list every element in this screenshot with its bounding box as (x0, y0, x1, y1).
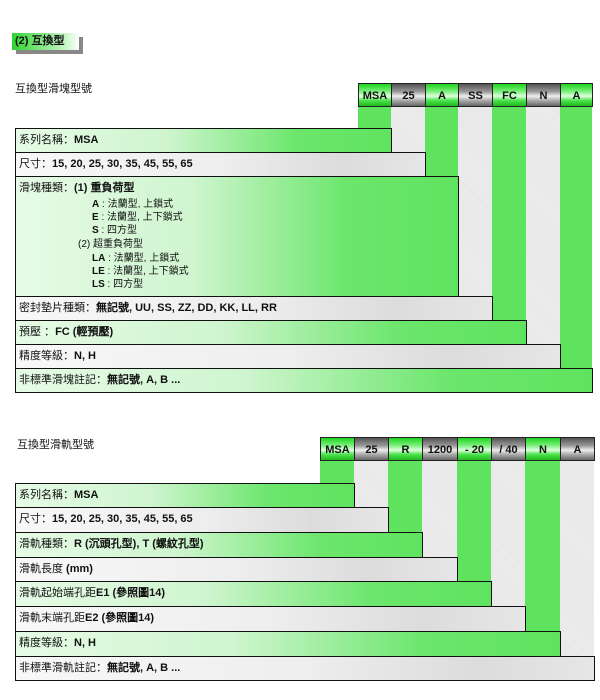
type-code: LS (92, 279, 105, 290)
row-label: 精度等級： (19, 350, 74, 362)
code-cell: / 40 (491, 437, 526, 461)
row-label: 非標準滑塊註記： (19, 374, 107, 386)
code-row: 滑軌末端孔距E2 (參照圖14) (15, 606, 526, 632)
code-cell: N (525, 437, 561, 461)
code-cell: - 20 (457, 437, 492, 461)
type-code: A (92, 199, 100, 210)
code-cell: A (425, 83, 459, 107)
code-row: 滑軌種類：R (沉頭孔型), T (螺紋孔型) (15, 532, 423, 558)
block-type-item: S : 四方型 (92, 224, 137, 237)
code-cell: A (560, 437, 595, 461)
code-row: 滑軌起始端孔距E1 (參照圖14) (15, 581, 492, 607)
row-label: 密封墊片種類： (19, 302, 96, 314)
code-row: 非標準滑塊註記：無記號, A, B ... (15, 368, 593, 393)
block-diagram-title: 互換型滑塊型號 (15, 83, 92, 95)
row-value: E1 (參照圖14) (96, 587, 166, 599)
code-column (526, 107, 560, 368)
row-label: 系列名稱： (19, 134, 74, 146)
type-desc: : 四方型 (98, 225, 138, 236)
code-cell: R (388, 437, 423, 461)
row-value: R (沉頭孔型), T (螺紋孔型) (74, 538, 204, 550)
code-column (560, 461, 594, 680)
code-row: 系列名稱：MSA (15, 483, 355, 508)
row-label: 滑軌長度 (19, 563, 63, 575)
row-value: 無記號, A, B ... (107, 662, 181, 674)
section-title-badge: (2) 互換型 (12, 33, 79, 50)
row-value: (1) 重負荷型 (74, 182, 135, 194)
row-value: 無記號, UU, SS, ZZ, DD, KK, LL, RR (96, 302, 277, 314)
type-desc: : 法蘭型, 上鎖式 (105, 253, 180, 264)
type-code: LE (92, 266, 105, 277)
row-label: 滑軌起始端孔距 (19, 587, 96, 599)
row-value: MSA (74, 489, 99, 501)
type-code: LA (92, 253, 106, 264)
code-cell: 25 (354, 437, 389, 461)
row-value: MSA (74, 134, 99, 146)
type-desc: : 法蘭型, 上鎖式 (99, 199, 174, 210)
code-column (492, 107, 526, 344)
row-label: 系列名稱： (19, 489, 74, 501)
code-cell: SS (458, 83, 493, 107)
row-value: (mm) (63, 563, 93, 575)
row-label: 尺寸： (19, 513, 52, 525)
code-cell: N (526, 83, 561, 107)
code-row: 預壓 ：FC (輕預壓) (15, 320, 527, 345)
code-column (458, 107, 492, 320)
code-row: 精度等級：N, H (15, 344, 561, 369)
row-value: E2 (參照圖14) (85, 612, 155, 624)
type-code: S (92, 225, 99, 236)
code-cell: 25 (391, 83, 426, 107)
row-label: 精度等級： (19, 637, 74, 649)
row-label: 滑軌末端孔距 (19, 612, 85, 624)
code-row: 尺寸：15, 20, 25, 30, 35, 45, 55, 65 (15, 152, 426, 177)
code-cell: A (560, 83, 593, 107)
row-value: FC (輕預壓) (55, 326, 114, 338)
code-row: 滑軌長度 (mm) (15, 557, 458, 582)
row-label: 預壓 ： (19, 326, 56, 338)
row-value: 15, 20, 25, 30, 35, 45, 55, 65 (52, 513, 193, 525)
code-column (560, 107, 592, 392)
block-type-item: A : 法蘭型, 上鎖式 (92, 198, 173, 211)
code-row: 滑塊種類：(1) 重負荷型 (15, 176, 459, 297)
block-type-item: LA : 法蘭型, 上鎖式 (92, 252, 179, 265)
type-desc: : 法蘭型, 上下鎖式 (98, 212, 183, 223)
type-desc: : 法蘭型, 上下鎖式 (104, 266, 189, 277)
rail-diagram-title: 互換型滑軌型號 (17, 439, 94, 451)
code-row: 密封墊片種類：無記號, UU, SS, ZZ, DD, KK, LL, RR (15, 296, 493, 321)
code-cell: MSA (358, 83, 392, 107)
type-code: E (92, 212, 99, 223)
code-column (525, 461, 560, 656)
code-row: 精度等級：N, H (15, 631, 561, 657)
code-cell: FC (492, 83, 527, 107)
row-label: 滑塊種類： (19, 182, 74, 194)
row-label: 尺寸： (19, 158, 52, 170)
row-value: N, H (74, 350, 96, 362)
row-label: 非標準滑軌註記： (19, 662, 107, 674)
block-type-item: LE : 法蘭型, 上下鎖式 (92, 265, 189, 278)
block-type-item: E : 法蘭型, 上下鎖式 (92, 211, 183, 224)
block-type-item: LS : 四方型 (92, 278, 143, 291)
code-cell: 1200 (422, 437, 458, 461)
code-row: 系列名稱：MSA (15, 128, 392, 153)
type-desc: : 四方型 (104, 279, 144, 290)
row-label: 滑軌種類： (19, 538, 74, 550)
row-value: N, H (74, 637, 96, 649)
type-desc: (2) 超重負荷型 (78, 239, 143, 250)
block-type-item: (2) 超重負荷型 (78, 238, 143, 251)
code-row: 非標準滑軌註記：無記號, A, B ... (15, 656, 595, 681)
row-value: 無記號, A, B ... (107, 374, 181, 386)
code-cell: MSA (320, 437, 355, 461)
code-column (491, 461, 525, 631)
row-value: 15, 20, 25, 30, 35, 45, 55, 65 (52, 158, 193, 170)
code-row: 尺寸：15, 20, 25, 30, 35, 45, 55, 65 (15, 507, 389, 533)
